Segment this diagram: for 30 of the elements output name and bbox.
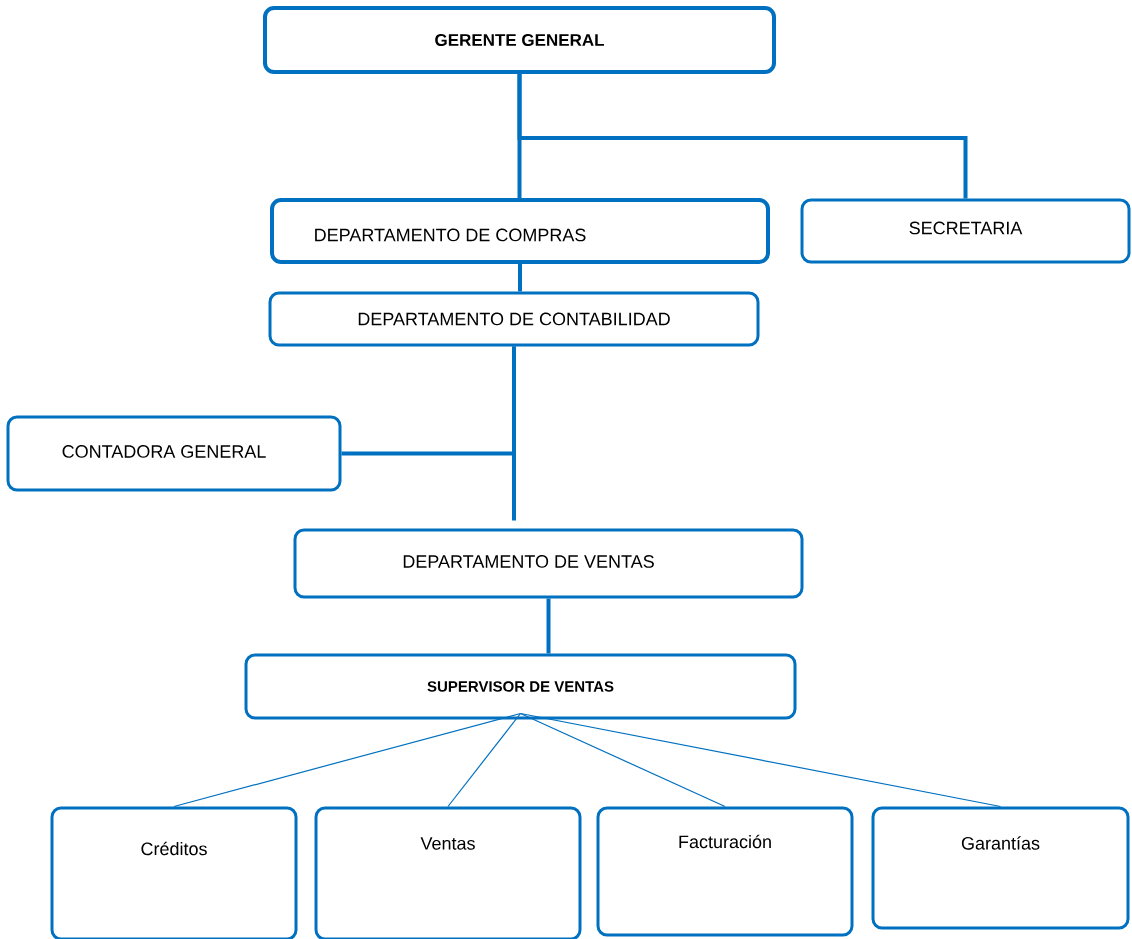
node-label: GERENTE GENERAL [435, 34, 604, 46]
node-label: DEPARTAMENTO DE VENTAS [403, 555, 654, 568]
node-label: SECRETARIA [909, 221, 1023, 235]
area-box [314, 806, 582, 939]
node-label: Créditos [141, 841, 207, 856]
department-box [293, 528, 804, 599]
manager-box [263, 6, 776, 74]
node-label: DEPARTAMENTO DE CONTABILIDAD [358, 312, 670, 326]
area-box [871, 806, 1130, 930]
supervisor-box [244, 653, 797, 720]
node-label: Garantías [961, 836, 1040, 850]
node-label: CONTADORA GENERAL [62, 445, 266, 458]
node-label: Facturación [679, 834, 771, 849]
area-box [50, 806, 298, 939]
role-box [6, 415, 342, 492]
node-label: DEPARTAMENTO DE COMPRAS [315, 228, 586, 242]
connector-line [519, 712, 1002, 808]
connector-line [519, 712, 726, 808]
connector-line [173, 712, 522, 808]
area-box [596, 806, 854, 937]
connector-line [517, 74, 968, 199]
node-label: SUPERVISOR DE VENTAS [427, 681, 614, 692]
department-box [268, 291, 760, 347]
connector-line [546, 598, 551, 654]
connector-line [512, 346, 516, 521]
node-label: Ventas [420, 837, 475, 850]
department-box [270, 198, 770, 264]
connector-line [447, 712, 522, 808]
department-box [800, 198, 1131, 264]
connector-line [518, 264, 522, 292]
